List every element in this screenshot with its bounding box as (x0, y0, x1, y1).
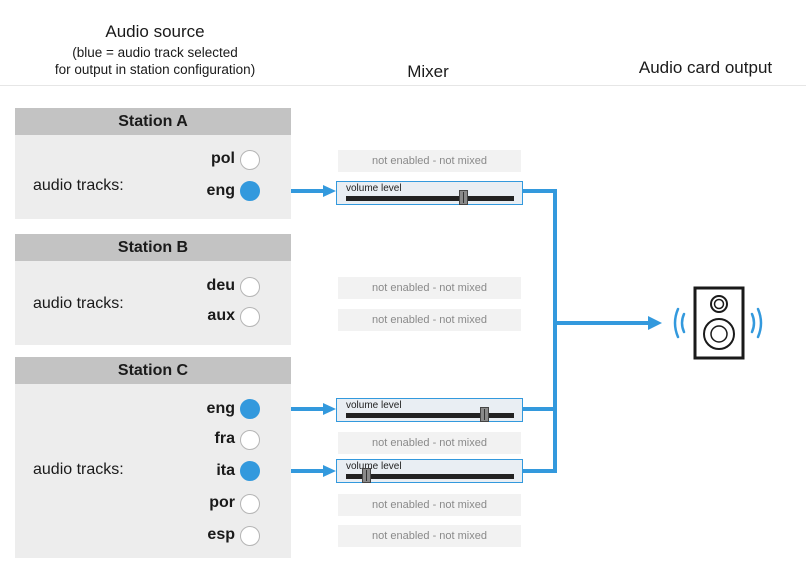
station-b-tracks-label: audio tracks: (33, 295, 124, 312)
station-c-track-esp-label: esp (207, 526, 235, 543)
station-c-track-esp-radio[interactable] (240, 526, 260, 546)
station-a-track-pol-radio[interactable] (240, 150, 260, 170)
audio-source-title: Audio source (105, 22, 205, 41)
mixer-slot-c-por: not enabled - not mixed (338, 494, 521, 516)
mixer-title: Mixer (407, 62, 449, 81)
mixer-slot-b-aux: not enabled - not mixed (338, 309, 521, 331)
speaker-icon (673, 286, 763, 360)
volume-control-a-eng[interactable]: volume level (336, 181, 523, 205)
station-c-track-ita-label: ita (216, 462, 235, 479)
station-c-track-ita-radio[interactable] (240, 461, 260, 481)
station-b-track-aux-radio[interactable] (240, 307, 260, 327)
arrowhead-c-eng (323, 403, 336, 415)
station-c-header: Station C (15, 357, 291, 384)
station-a-header: Station A (15, 108, 291, 135)
volume-slider-track[interactable] (346, 413, 514, 418)
volume-slider-handle[interactable] (458, 190, 468, 205)
station-c-track-fra-radio[interactable] (240, 430, 260, 450)
station-c-track-eng-label: eng (206, 400, 235, 417)
arrowhead-output (648, 316, 662, 330)
arrowhead-c-ita (323, 465, 336, 477)
volume-label: volume level (346, 400, 402, 411)
station-a-track-eng-radio[interactable] (240, 181, 260, 201)
volume-control-c-ita[interactable]: volume level (336, 459, 523, 483)
station-c-track-por-label: por (209, 494, 235, 511)
station-c-tracks-label: audio tracks: (33, 461, 124, 478)
station-a-track-eng-label: eng (206, 182, 235, 199)
mixer-slot-a-pol: not enabled - not mixed (338, 150, 521, 172)
volume-slider-track[interactable] (346, 474, 514, 479)
station-b-track-deu-radio[interactable] (240, 277, 260, 297)
sound-wave-left-outer-icon (673, 307, 680, 339)
mixer-slot-c-fra: not enabled - not mixed (338, 432, 521, 454)
volume-slider-handle[interactable] (479, 407, 489, 422)
station-a-tracks-label: audio tracks: (33, 177, 124, 194)
station-c-track-eng-radio[interactable] (240, 399, 260, 419)
station-c-track-fra-label: fra (214, 430, 235, 447)
bus-line (523, 189, 557, 473)
station-c-panel: Station C audio tracks: eng fra ita por … (15, 357, 291, 558)
audio-source-subtitle-line1: (blue = audio track selected (72, 45, 238, 60)
audio-source-subtitle-line2: for output in station configuration) (54, 62, 256, 77)
volume-control-c-eng[interactable]: volume level (336, 398, 523, 422)
station-a-panel: Station A audio tracks: pol eng (15, 108, 291, 219)
station-c-track-por-radio[interactable] (240, 494, 260, 514)
station-a-track-pol-label: pol (211, 150, 235, 167)
station-b-panel: Station B audio tracks: deu aux (15, 234, 291, 345)
arrowhead-a-eng (323, 185, 336, 197)
mixer-slot-c-esp: not enabled - not mixed (338, 525, 521, 547)
station-b-track-deu-label: deu (206, 277, 235, 294)
mixer-slot-b-deu: not enabled - not mixed (338, 277, 521, 299)
header-divider (0, 85, 806, 86)
volume-slider-handle[interactable] (361, 468, 371, 483)
sound-wave-right-outer-icon (756, 307, 763, 339)
station-b-header: Station B (15, 234, 291, 261)
station-b-track-aux-label: aux (207, 307, 235, 324)
volume-label: volume level (346, 183, 402, 194)
sound-wave-right-inner-icon (750, 312, 756, 334)
volume-slider-track[interactable] (346, 196, 514, 201)
sound-wave-left-inner-icon (680, 312, 686, 334)
volume-label: volume level (346, 461, 402, 472)
audio-card-output-title: Audio card output (638, 58, 773, 77)
